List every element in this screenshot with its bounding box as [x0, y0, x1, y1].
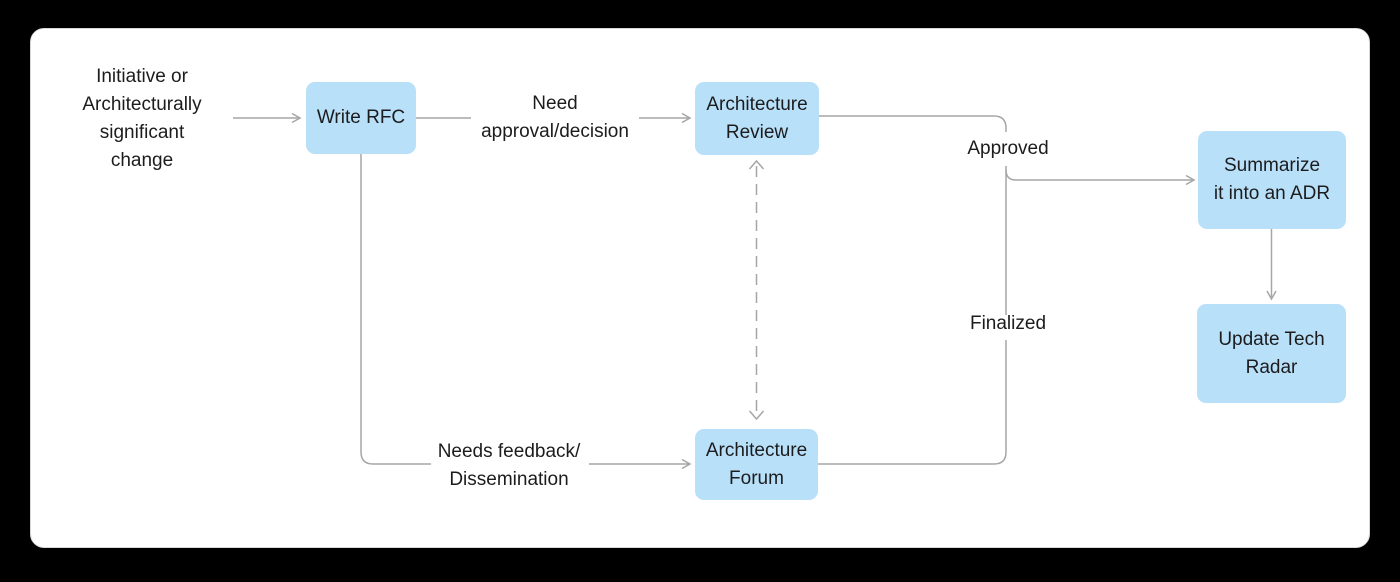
- dashed-arrowhead-down: [748, 410, 765, 421]
- dashed-arrowhead-up: [748, 159, 765, 170]
- edge-label-needs-feedback: Needs feedback/ Dissemination: [437, 441, 581, 490]
- node-architecture-review: Architecture Review: [695, 82, 819, 155]
- start-note: Initiative or Architecturally significan…: [82, 66, 202, 171]
- edge-arch-forum-to-finalized: [818, 340, 1007, 465]
- node-summarize-adr: Summarize it into an ADR: [1198, 131, 1346, 229]
- edge-write-rfc-to-label-needs-feedback: [360, 154, 431, 465]
- node-update-tech-radar: Update Tech Radar: [1197, 304, 1346, 403]
- edge-label-need-approval: Need approval/decision: [481, 93, 629, 142]
- connectors-svg: [233, 112, 1277, 470]
- edge-label-finalized: Finalized: [969, 313, 1047, 334]
- node-architecture-forum: Architecture Forum: [695, 429, 818, 500]
- diagram-card: Initiative or Architecturally significan…: [30, 28, 1370, 548]
- node-write-rfc: Write RFC: [306, 82, 416, 154]
- edge-arch-review-to-approved: [819, 115, 1007, 132]
- edge-label-approved: Approved: [967, 138, 1049, 159]
- edge-merge-to-summarize-adr: [1005, 169, 1196, 186]
